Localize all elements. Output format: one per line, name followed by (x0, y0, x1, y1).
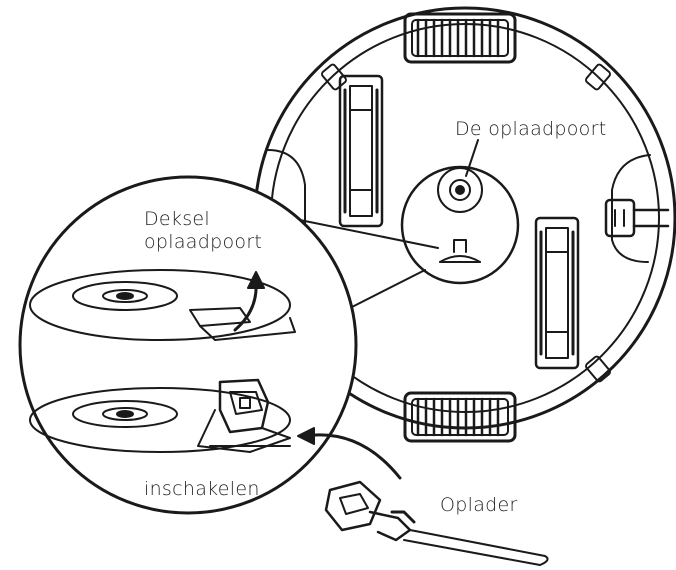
label-charger: Oplader (440, 494, 518, 516)
callout-line-top (289, 217, 439, 249)
detail-plug-inserted (29, 378, 402, 480)
charger-plug (324, 480, 549, 566)
label-port-cover: Deksel oplaadpoort (144, 208, 262, 254)
right-brush-roller (534, 216, 580, 370)
label-charging-port: De oplaadpoort (455, 118, 607, 140)
side-connector (604, 198, 670, 238)
label-port-cover-line1: Deksel (144, 208, 210, 230)
magnified-detail (18, 175, 402, 515)
label-port-cover-line2: oplaadpoort (144, 230, 263, 253)
detail-cover-open (29, 269, 296, 341)
left-brush-roller (338, 74, 384, 228)
charging-port-area (400, 139, 520, 285)
top-wheel-track (403, 12, 517, 64)
callout-line-bottom (349, 269, 426, 309)
label-plug-in: inschakelen (144, 478, 260, 500)
bottom-wheel-track (403, 391, 517, 443)
